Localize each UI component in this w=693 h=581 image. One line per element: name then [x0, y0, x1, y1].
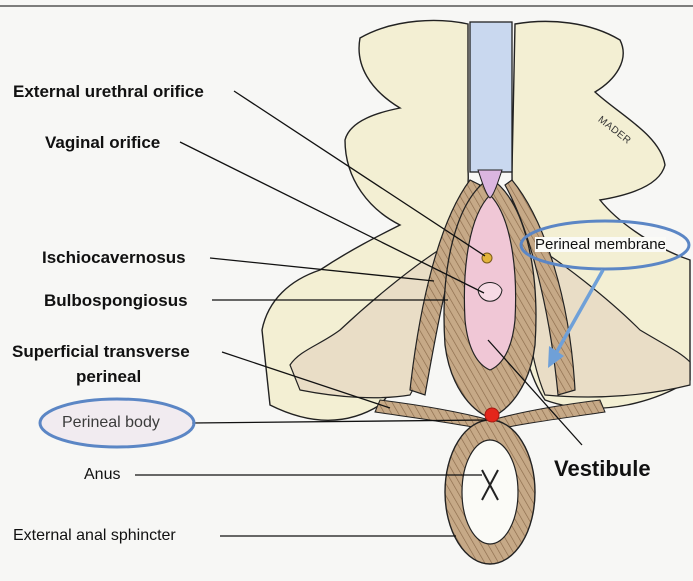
label-anus: Anus — [84, 467, 120, 483]
label-vaginal-orifice: Vaginal orifice — [45, 134, 160, 151]
label-ischiocavernosus: Ischiocavernosus — [42, 249, 186, 266]
label-perineal-body: Perineal body — [62, 415, 160, 431]
pubic-symphysis — [470, 22, 512, 172]
label-perineal-membrane: Perineal membrane — [535, 237, 666, 252]
perineal-body-dot — [485, 408, 499, 422]
label-vestibule: Vestibule — [554, 458, 651, 480]
label-bulbospongiosus: Bulbospongiosus — [44, 292, 188, 309]
anal-canal — [462, 440, 518, 544]
label-superficial-transverse-line2: perineal — [76, 368, 141, 385]
label-external-urethral-orifice: External urethral orifice — [13, 83, 204, 100]
label-external-anal-sphincter: External anal sphincter — [13, 528, 176, 544]
label-superficial-transverse-line1: Superficial transverse — [12, 343, 190, 360]
